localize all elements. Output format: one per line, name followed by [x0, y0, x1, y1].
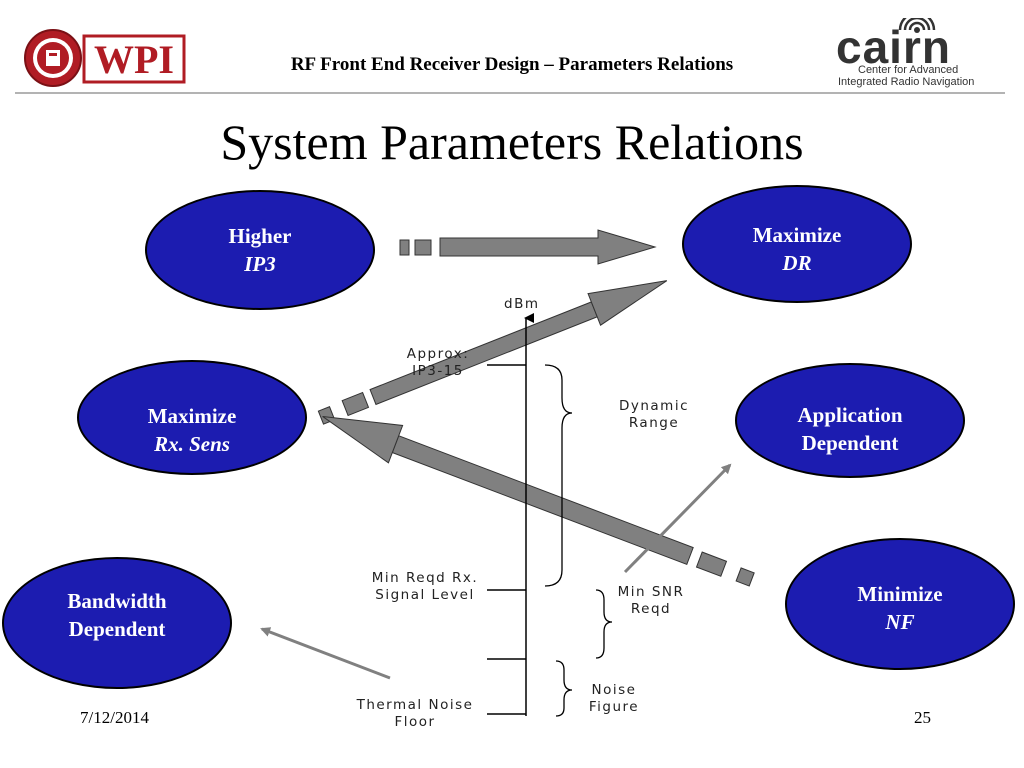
oval-higher-ip3: Higher IP3 — [145, 190, 375, 310]
oval-minimize-nf-line2: NF — [885, 610, 915, 634]
thermal-noise-floor-label: Thermal Noise Floor — [340, 697, 490, 731]
wpi-logo: WPI — [24, 29, 186, 87]
header-title: RF Front End Receiver Design – Parameter… — [290, 54, 734, 75]
oval-maximize-dr: Maximize DR — [682, 185, 912, 303]
dynamic-range-label: Dynamic Range — [604, 398, 704, 432]
oval-maximize-dr-line1: Maximize — [752, 223, 842, 247]
thermal-noise-floor-label-line2: Floor — [394, 714, 436, 730]
footer-date: 7/12/2014 — [80, 708, 149, 727]
oval-higher-ip3-line1: Higher — [228, 224, 292, 248]
arrow-nf-to-rxsens — [322, 415, 755, 587]
min-snr-label-line2: Reqd — [630, 601, 672, 617]
arrow-ip3-to-dr-body — [439, 229, 657, 265]
slide-title: System Parameters Relations — [220, 114, 804, 170]
arrow-ip3-to-dr — [399, 229, 657, 265]
arrow-ip3-to-dr-dash-1 — [399, 239, 410, 256]
wpi-logo-text: WPI — [94, 37, 174, 82]
cairn-logo-word: cairn — [836, 21, 951, 73]
oval-application-dependent-line1: Application — [797, 403, 903, 427]
min-snr-label-line1: Min SNR — [617, 584, 685, 600]
arrow-nf-to-rxsens-head — [322, 415, 404, 464]
cairn-logo-subtitle-2: Integrated Radio Navigation — [838, 76, 975, 88]
dbm-axis-label: dBm — [504, 296, 540, 312]
cairn-logo-signal-icon — [898, 18, 936, 33]
min-reqd-signal-label-line2: Signal Level — [375, 587, 475, 603]
thermal-noise-floor-label-line1: Thermal Noise — [356, 697, 474, 713]
noise-figure-brace — [555, 660, 573, 717]
oval-maximize-rx-sens-line2: Rx. Sens — [154, 432, 230, 456]
oval-bandwidth-dependent-line2: Dependent — [68, 617, 166, 641]
oval-bandwidth-dependent-line1: Bandwidth — [67, 589, 167, 613]
min-reqd-signal-label: Min Reqd Rx. Signal Level — [358, 570, 492, 604]
arrow-rxsens-to-dr-dash-1 — [341, 391, 370, 417]
oval-application-dependent-line2: Dependent — [801, 431, 899, 455]
cairn-logo-subtitle-1: Center for Advanced — [858, 64, 959, 76]
oval-maximize-dr-line2: DR — [782, 251, 812, 275]
dynamic-range-brace — [544, 364, 573, 587]
oval-application-dependent: Application Dependent — [735, 363, 965, 478]
min-snr-label: Min SNR Reqd — [606, 584, 696, 618]
arrow-nf-to-rxsens-dash-2 — [735, 567, 755, 587]
oval-bandwidth-dependent: Bandwidth Dependent — [2, 557, 232, 689]
arrow-rxsens-to-dr-head — [587, 280, 668, 326]
min-reqd-signal-label-line1: Min Reqd Rx. — [371, 570, 479, 586]
oval-maximize-rx-sens-line1: Maximize — [147, 404, 237, 428]
arrow-ip3-to-dr-dash-2 — [414, 239, 432, 256]
dynamic-range-label-line2: Range — [628, 415, 680, 431]
header-divider — [15, 92, 1005, 94]
approx-ip3-label-line1: Approx: — [406, 346, 470, 362]
oval-minimize-nf-line1: Minimize — [857, 582, 943, 606]
approx-ip3-label: Approx: IP3-15 — [398, 346, 478, 380]
oval-minimize-nf: Minimize NF — [785, 538, 1015, 670]
min-snr-brace — [595, 589, 613, 659]
arrow-nf-to-rxsens-dash-1 — [695, 551, 728, 577]
footer-page-number: 25 — [914, 708, 931, 727]
dynamic-range-label-line1: Dynamic — [618, 398, 690, 414]
noise-figure-label-line1: Noise — [591, 682, 637, 698]
arrow-thermal-to-bandwidth — [260, 627, 391, 680]
oval-higher-ip3-line2: IP3 — [244, 252, 276, 276]
arrow-rxsens-to-dr — [317, 280, 668, 425]
approx-ip3-label-line2: IP3-15 — [412, 363, 464, 379]
oval-maximize-rx-sens: Maximize Rx. Sens — [77, 360, 307, 475]
arrow-snr-to-application — [623, 463, 732, 574]
noise-figure-label: Noise Figure — [574, 682, 654, 716]
arrow-nf-to-rxsens-body — [391, 435, 694, 566]
noise-figure-label-line2: Figure — [588, 699, 640, 715]
